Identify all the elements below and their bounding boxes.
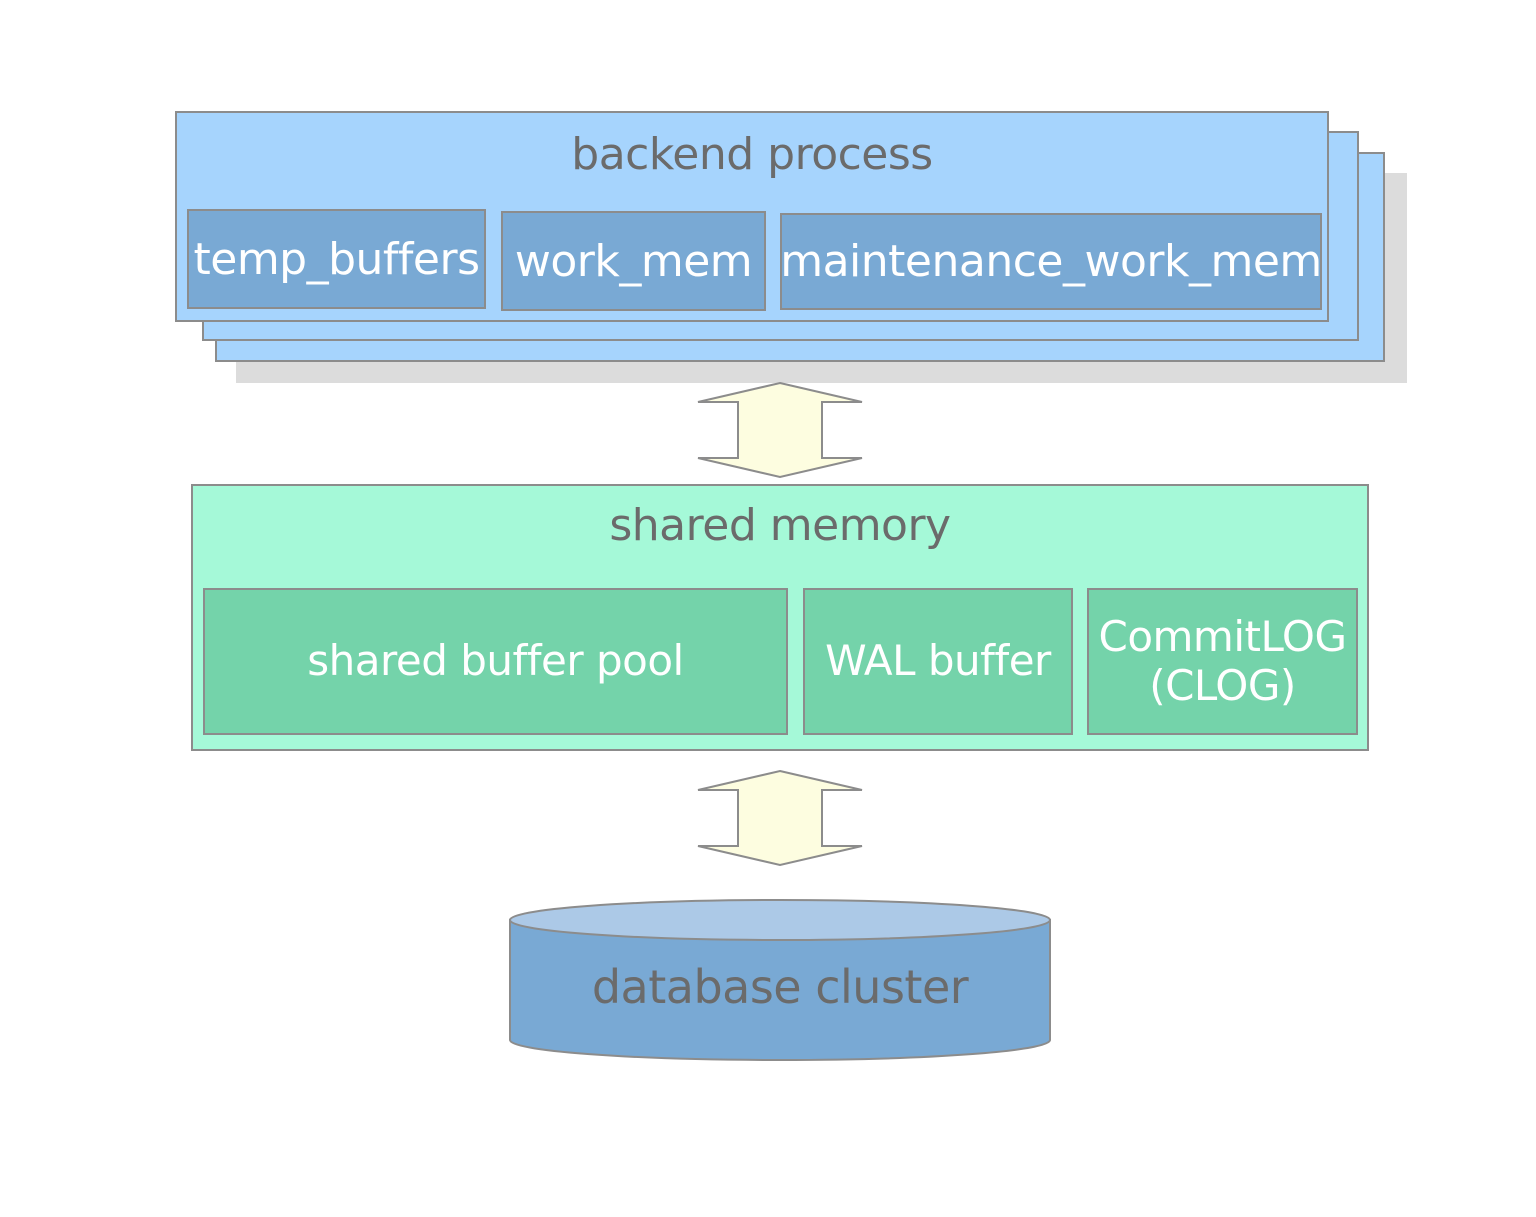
database-cluster-cylinder (509, 899, 1051, 1061)
bidirectional-arrow-lower (697, 769, 863, 867)
commit-log-label: CommitLOG (1098, 612, 1348, 662)
backend-process-panel: backend process temp_buffers work_mem ma… (175, 111, 1329, 322)
database-cylinder-body (509, 919, 1051, 1061)
shared-buffer-pool-box: shared buffer pool (203, 588, 788, 735)
database-cluster-label: database cluster (591, 960, 969, 1014)
backend-process-stack: backend process temp_buffers work_mem ma… (0, 0, 1536, 400)
wal-buffer-box: WAL buffer (803, 588, 1073, 735)
shared-memory-panel: shared memory shared buffer pool WAL buf… (191, 484, 1369, 751)
wal-buffer-label: WAL buffer (825, 636, 1051, 686)
clog-label: (CLOG) (1149, 660, 1296, 710)
commit-log-box: CommitLOG (CLOG) (1087, 588, 1358, 735)
temp-buffers-box: temp_buffers (187, 209, 486, 309)
backend-process-title: backend process (571, 129, 933, 180)
shared-memory-title: shared memory (609, 500, 951, 551)
work-mem-box: work_mem (501, 211, 766, 311)
database-cylinder-top (509, 899, 1051, 941)
bidirectional-arrow-upper (697, 381, 863, 479)
shared-buffer-pool-label: shared buffer pool (307, 636, 684, 686)
maintenance-work-mem-box: maintenance_work_mem (780, 213, 1322, 310)
